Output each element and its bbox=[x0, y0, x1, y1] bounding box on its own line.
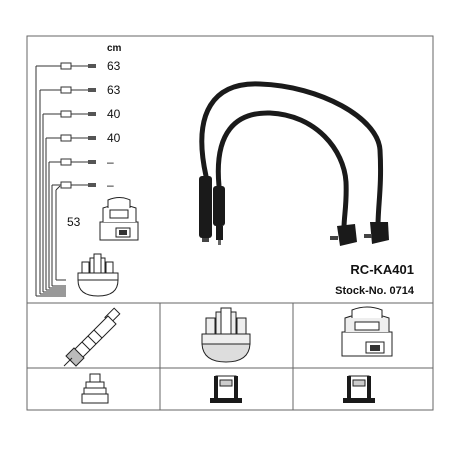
ignition-cable-set-illustration bbox=[199, 81, 389, 246]
schematic-coil-icon bbox=[99, 197, 139, 241]
coil-terminal-icon bbox=[343, 375, 375, 403]
lead-schematic: 63 63 40 40 – – 53 bbox=[35, 59, 121, 297]
lead-row-3 bbox=[60, 110, 96, 118]
lead-length-4: 40 bbox=[107, 131, 121, 145]
distributor-cap-icon bbox=[201, 307, 251, 363]
ignition-coil-icon bbox=[341, 306, 393, 357]
schematic-distributor-cap-icon bbox=[77, 253, 119, 297]
product-code: RC-KA401 bbox=[350, 262, 414, 277]
diagram-frame bbox=[26, 35, 434, 411]
lead-row-2 bbox=[60, 86, 96, 94]
unit-label: cm bbox=[107, 43, 122, 54]
lead-length-1: 63 bbox=[107, 59, 121, 73]
lead-row-4 bbox=[60, 134, 96, 142]
lead-length-5: – bbox=[107, 155, 114, 169]
lead-length-6: – bbox=[107, 178, 114, 192]
plug-terminal-icon bbox=[81, 373, 109, 404]
stock-number: Stock-No. 0714 bbox=[335, 285, 415, 297]
lead-length-2: 63 bbox=[107, 83, 121, 97]
lead-row-5 bbox=[60, 158, 96, 166]
lead-row-6 bbox=[60, 181, 96, 189]
cap-terminal-icon bbox=[210, 375, 242, 403]
lead-length-7: 53 bbox=[67, 215, 81, 229]
lead-length-3: 40 bbox=[107, 107, 121, 121]
lead-row-1 bbox=[60, 62, 96, 70]
spark-plug-icon bbox=[63, 307, 121, 367]
